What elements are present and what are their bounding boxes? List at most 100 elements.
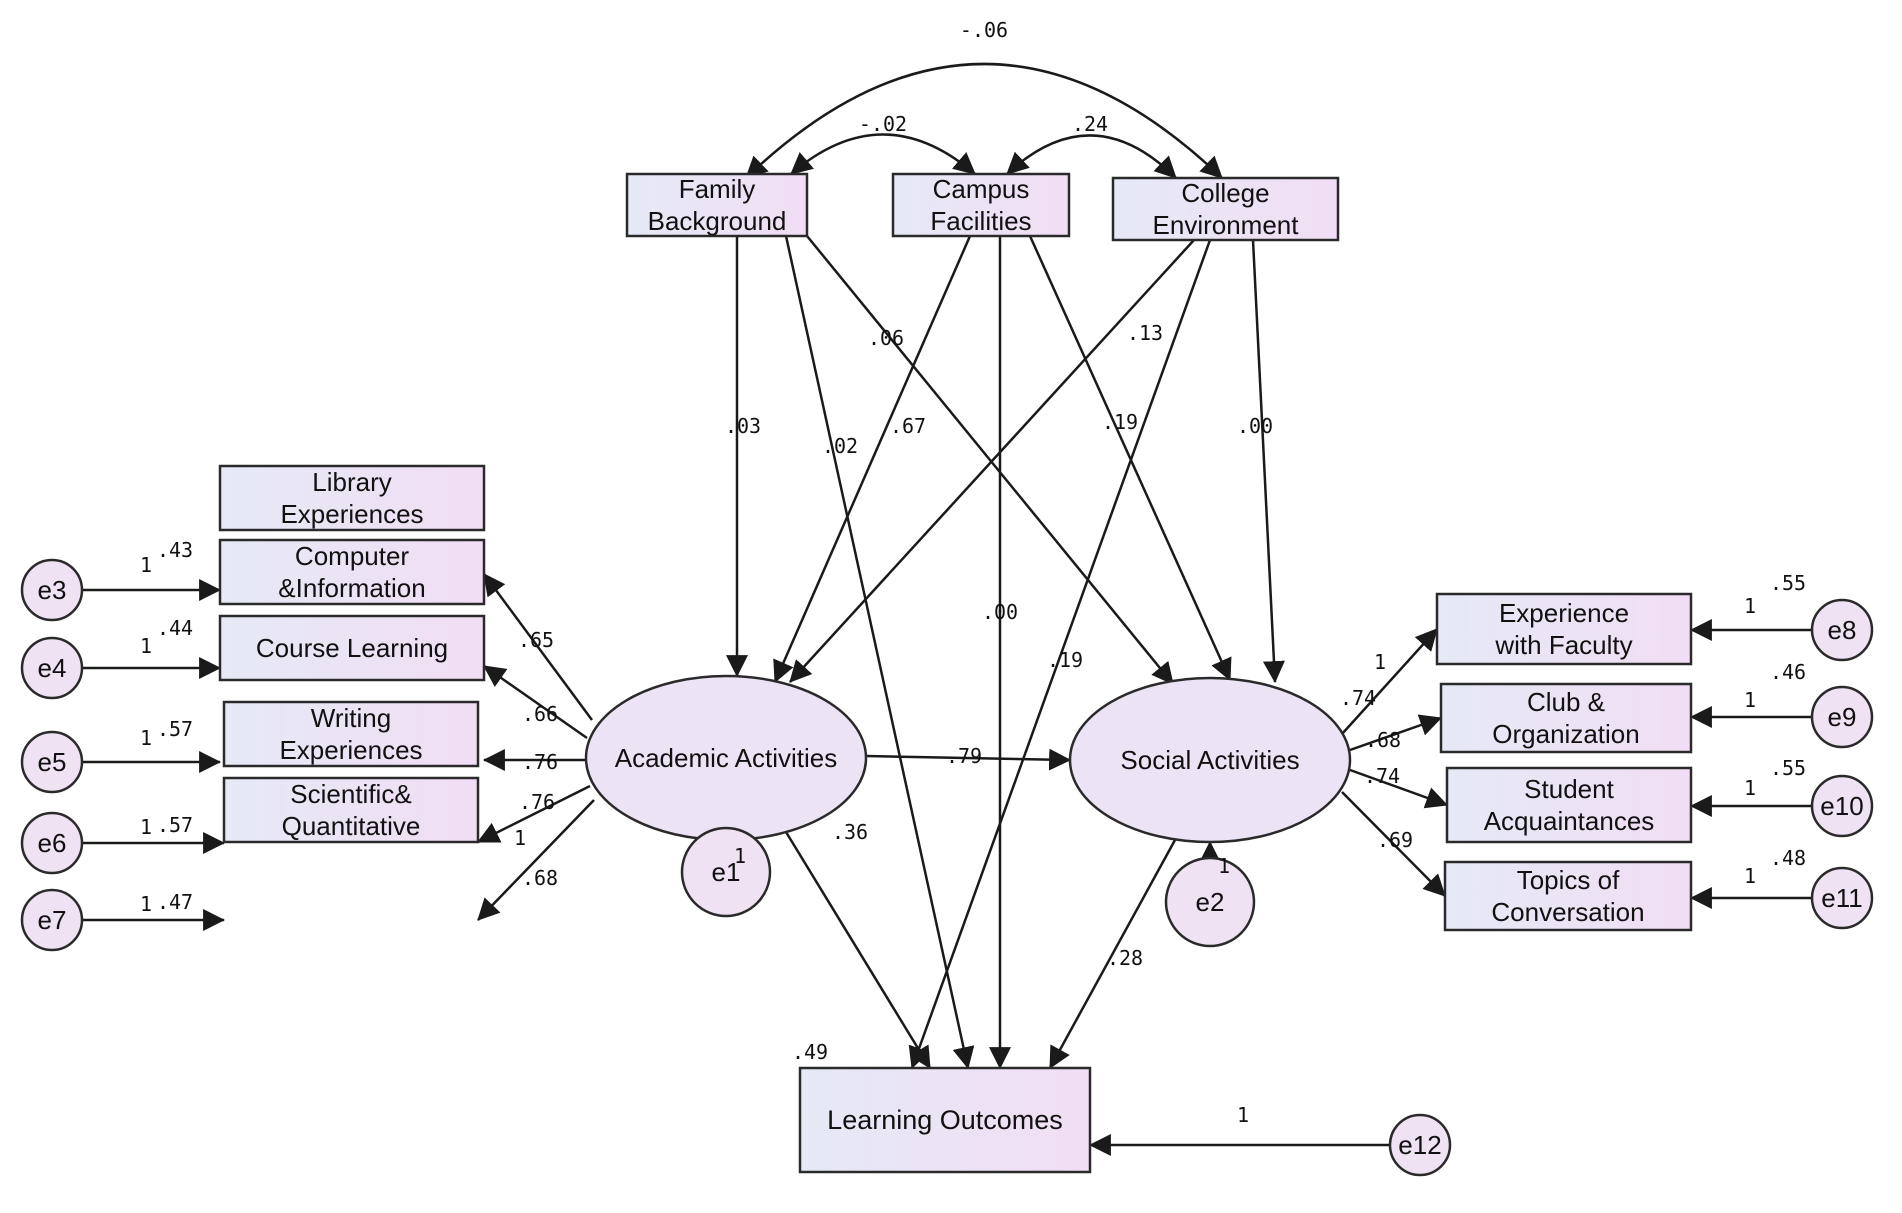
node-label-social: Social Activities bbox=[1120, 745, 1299, 775]
node-e11: e11 bbox=[1810, 866, 1874, 930]
annotation-r2-course: .57 bbox=[157, 717, 193, 741]
edge-academic-social bbox=[865, 748, 1072, 771]
edge-academic-writing bbox=[477, 784, 591, 844]
nodes-layer: FamilyBackgroundCampusFacilitiesCollegeE… bbox=[20, 172, 1874, 1177]
edge-label-cov-campus-college: .24 bbox=[1072, 112, 1108, 136]
annotation-fixed-faculty: 1 bbox=[1374, 650, 1386, 674]
node-label-college-2: Environment bbox=[1153, 210, 1300, 240]
edge-college-social bbox=[1251, 239, 1285, 684]
edge-academic-learning bbox=[784, 831, 932, 1069]
node-e12: e12 bbox=[1388, 1113, 1452, 1177]
node-label-college-1: College bbox=[1181, 178, 1269, 208]
edge-label-academic-writing: .76 bbox=[519, 790, 555, 814]
node-e5: e5 bbox=[20, 730, 84, 794]
edge-label-e12-learning: 1 bbox=[1237, 1103, 1249, 1127]
node-e6: e6 bbox=[20, 811, 84, 875]
edge-label-e11-topics: 1 bbox=[1744, 864, 1756, 888]
node-label-e6: e6 bbox=[38, 828, 67, 858]
edge-label-family-academic: .03 bbox=[725, 414, 761, 438]
edge-label-campus-academic: .67 bbox=[890, 414, 926, 438]
edge-academic-scientific bbox=[477, 799, 595, 921]
edge-label-campus-social: .19 bbox=[1102, 410, 1138, 434]
node-label-computer-1: Computer bbox=[295, 541, 409, 571]
node-label-campus-2: Facilities bbox=[930, 206, 1031, 236]
edge-family-social bbox=[806, 235, 1174, 685]
node-label-e7: e7 bbox=[38, 905, 67, 935]
edge-label-academic-computer: .66 bbox=[522, 702, 558, 726]
edge-social-topics bbox=[1341, 791, 1446, 897]
node-label-e1: e1 bbox=[712, 857, 741, 887]
edge-label-college-social: .00 bbox=[1237, 414, 1273, 438]
node-label-e10: e10 bbox=[1820, 791, 1863, 821]
node-label-family-1: Family bbox=[679, 174, 756, 204]
edge-label-e8-faculty: 1 bbox=[1744, 594, 1756, 618]
annotation-r2-student: .55 bbox=[1770, 756, 1806, 780]
node-label-topics-1: Topics of bbox=[1517, 865, 1620, 895]
node-label-scientific-2: Quantitative bbox=[282, 811, 421, 841]
edge-college-learning bbox=[908, 239, 1212, 1070]
edge-social-faculty bbox=[1341, 628, 1438, 735]
edge-social-learning bbox=[1048, 839, 1177, 1069]
node-label-e12: e12 bbox=[1398, 1130, 1441, 1160]
edge-label-social-student: .74 bbox=[1364, 764, 1400, 788]
node-label-academic: Academic Activities bbox=[615, 743, 838, 773]
annotation-fixed-writing: 1 bbox=[514, 826, 526, 850]
edge-label-social-club: .68 bbox=[1365, 728, 1401, 752]
edge-campus-social bbox=[1028, 235, 1232, 682]
edge-label-e6-writing: 1 bbox=[140, 815, 152, 839]
node-e7: e7 bbox=[20, 888, 84, 952]
node-learning: Learning Outcomes bbox=[798, 1066, 1092, 1174]
node-club: Club &Organization bbox=[1439, 682, 1693, 754]
edge-label-family-social: .06 bbox=[868, 326, 904, 350]
labels-layer: -.06-.02.24.03.02.06.67.00.19.13.19.00.7… bbox=[140, 18, 1806, 1127]
edge-academic-computer bbox=[483, 664, 588, 740]
annotation-r2-writing: .57 bbox=[157, 813, 193, 837]
edge-label-e10-student: 1 bbox=[1744, 776, 1756, 800]
edge-social-club bbox=[1349, 714, 1443, 752]
node-label-e2: e2 bbox=[1196, 887, 1225, 917]
node-e3: e3 bbox=[20, 558, 84, 622]
edge-academic-library bbox=[482, 573, 594, 721]
node-computer: Computer&Information bbox=[218, 538, 486, 606]
edge-family-learning bbox=[784, 235, 975, 1070]
node-label-e3: e3 bbox=[38, 575, 67, 605]
node-label-club-2: Organization bbox=[1492, 719, 1639, 749]
edge-college-academic bbox=[789, 239, 1195, 683]
annotation-r2-faculty: .55 bbox=[1770, 571, 1806, 595]
edge-social-student bbox=[1349, 768, 1449, 809]
node-e9: e9 bbox=[1810, 685, 1874, 749]
edge-label-cov-family-college: -.06 bbox=[960, 18, 1008, 42]
node-scientific: Scientific&Quantitative bbox=[222, 776, 480, 844]
edge-label-e9-club: 1 bbox=[1744, 688, 1756, 712]
node-social: Social Activities bbox=[1068, 676, 1352, 844]
node-label-faculty-1: Experience bbox=[1499, 598, 1629, 628]
node-label-library-2: Experiences bbox=[280, 499, 423, 529]
node-academic: Academic Activities bbox=[584, 674, 868, 842]
edge-label-academic-learning: .36 bbox=[832, 820, 868, 844]
edge-label-e7-scientific: 1 bbox=[140, 892, 152, 916]
edge-label-e1-academic: 1 bbox=[734, 844, 746, 868]
node-label-campus-1: Campus bbox=[933, 174, 1030, 204]
node-label-e11: e11 bbox=[1821, 883, 1862, 913]
node-e1: e1 bbox=[680, 826, 772, 918]
edge-label-e3-library: 1 bbox=[140, 553, 152, 577]
node-label-topics-2: Conversation bbox=[1491, 897, 1644, 927]
edge-label-family-learning: .02 bbox=[822, 434, 858, 458]
node-label-library-1: Library bbox=[312, 467, 391, 497]
edges-layer bbox=[82, 62, 1812, 1156]
node-label-e5: e5 bbox=[38, 747, 67, 777]
node-label-scientific-1: Scientific& bbox=[290, 779, 411, 809]
node-label-student-2: Acquaintances bbox=[1484, 806, 1655, 836]
edge-label-e4-computer: 1 bbox=[140, 634, 152, 658]
node-label-course: Course Learning bbox=[256, 633, 448, 663]
edge-label-social-topics: .69 bbox=[1377, 828, 1413, 852]
annotation-r2-scientific: .47 bbox=[157, 890, 193, 914]
edge-label-academic-course: .76 bbox=[522, 750, 558, 774]
